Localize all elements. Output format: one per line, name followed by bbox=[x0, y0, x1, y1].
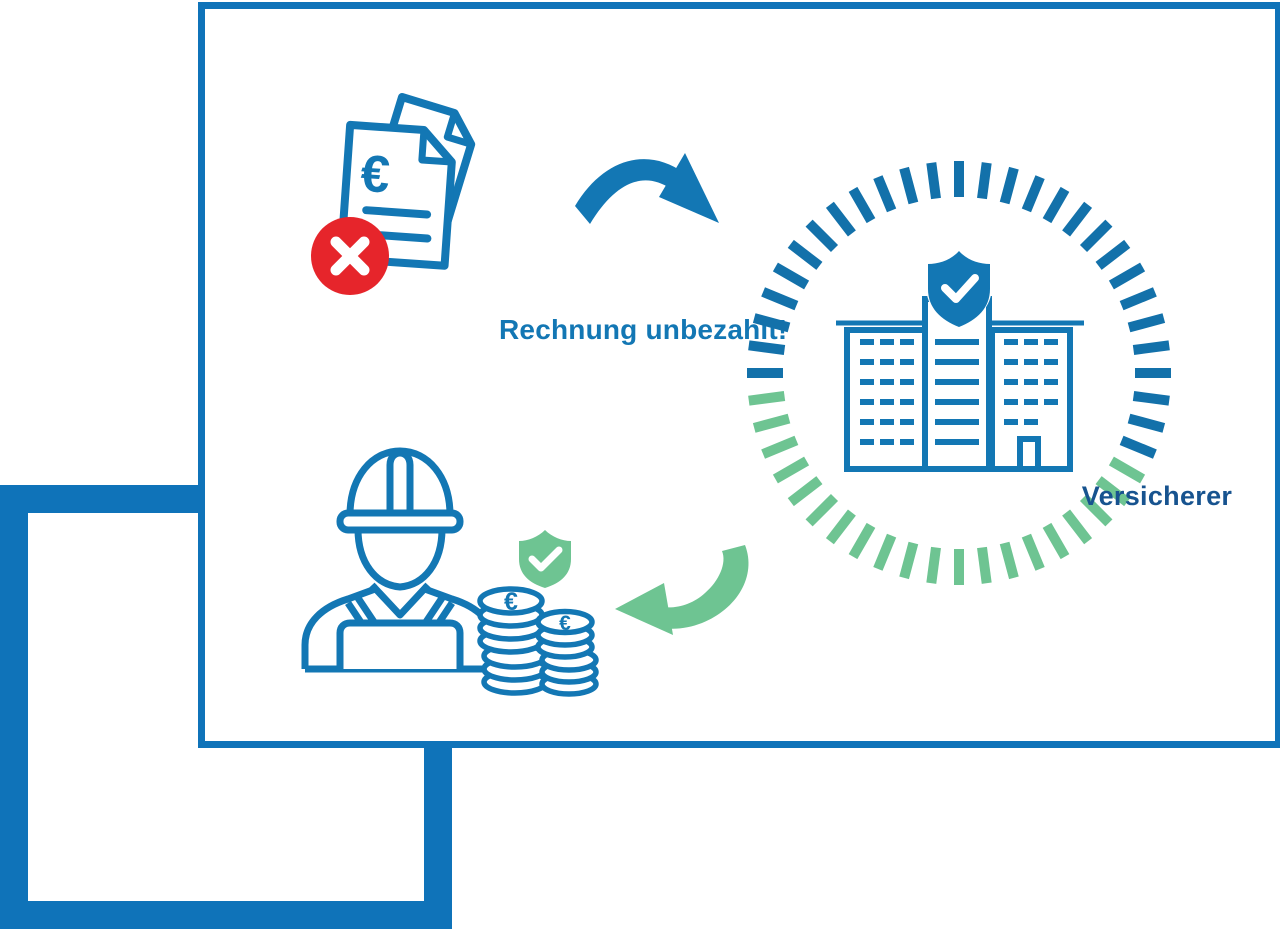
ring-tick-green bbox=[752, 413, 791, 433]
illustration-card: € Rechnung unbezahlt! bbox=[198, 2, 1280, 748]
ring-tick-blue bbox=[873, 175, 897, 213]
ring-tick-blue bbox=[926, 162, 941, 200]
ring-tick-green bbox=[805, 493, 839, 527]
flow-arrow-green-icon bbox=[615, 545, 749, 635]
euro-symbol-coin-right: € bbox=[559, 612, 571, 635]
ring-tick-blue bbox=[1127, 313, 1166, 333]
ring-tick-green bbox=[1062, 509, 1093, 545]
euro-symbol-invoice: € bbox=[359, 145, 392, 205]
ring-tick-green bbox=[825, 509, 856, 545]
ring-tick-blue bbox=[1132, 391, 1170, 406]
ring-tick-blue bbox=[752, 313, 791, 333]
ring-tick-blue bbox=[825, 201, 856, 237]
ring-tick-blue bbox=[1108, 262, 1146, 290]
euro-coins-icon: € € bbox=[477, 586, 599, 697]
ring-tick-green bbox=[848, 522, 876, 560]
ring-tick-blue bbox=[1119, 435, 1157, 459]
building-door bbox=[1017, 436, 1041, 472]
ring-tick-blue bbox=[1127, 413, 1166, 433]
ring-tick-blue bbox=[805, 219, 839, 253]
ring-tick-blue bbox=[1132, 340, 1170, 355]
ring-tick-blue bbox=[772, 262, 810, 290]
ring-tick-blue bbox=[1095, 239, 1131, 270]
ring-tick-green bbox=[1021, 533, 1045, 571]
flow-arrow-blue-icon bbox=[575, 153, 719, 224]
ring-tick-blue bbox=[999, 166, 1019, 205]
ring-tick-blue bbox=[1079, 219, 1113, 253]
euro-symbol-coin-left: € bbox=[504, 588, 518, 616]
red-x-badge-icon bbox=[311, 217, 389, 295]
ring-tick-green bbox=[761, 435, 799, 459]
ring-tick-blue bbox=[761, 287, 799, 311]
ring-tick-blue bbox=[748, 340, 786, 355]
ring-tick-blue bbox=[1021, 175, 1045, 213]
ring-tick-green bbox=[999, 541, 1019, 580]
ring-tick-green bbox=[1095, 476, 1131, 507]
ring-tick-blue bbox=[1062, 201, 1093, 237]
unpaid-invoice-icon: € bbox=[311, 93, 476, 295]
ring-tick-blue bbox=[977, 162, 992, 200]
ring-tick-blue bbox=[1119, 287, 1157, 311]
ring-tick-green bbox=[873, 533, 897, 571]
insurer-label: Versicherer bbox=[1081, 481, 1233, 511]
ring-tick-blue bbox=[899, 166, 919, 205]
ring-tick-green bbox=[748, 391, 786, 406]
building-windows-right bbox=[1004, 339, 1058, 425]
ring-tick-green bbox=[1042, 522, 1070, 560]
construction-worker-icon bbox=[301, 447, 499, 673]
insurer-ring bbox=[747, 161, 1171, 585]
ring-tick-blue bbox=[848, 186, 876, 224]
invoice-unpaid-label: Rechnung unbezahlt! bbox=[499, 314, 788, 345]
ring-tick-blue bbox=[1042, 186, 1070, 224]
ring-tick-green bbox=[1108, 456, 1146, 484]
shield-check-blue-icon bbox=[926, 247, 992, 327]
ring-tick-green bbox=[926, 546, 941, 584]
shield-check-green-icon bbox=[519, 530, 571, 588]
ring-tick-green bbox=[1079, 493, 1113, 527]
ring-tick-green bbox=[977, 546, 992, 584]
ring-tick-green bbox=[772, 456, 810, 484]
insurer-building-icon bbox=[836, 247, 1084, 472]
building-windows-center bbox=[935, 339, 979, 445]
ring-tick-green bbox=[787, 476, 823, 507]
building-windows-left bbox=[860, 339, 914, 445]
ring-tick-blue bbox=[787, 239, 823, 270]
ring-tick-green bbox=[899, 541, 919, 580]
